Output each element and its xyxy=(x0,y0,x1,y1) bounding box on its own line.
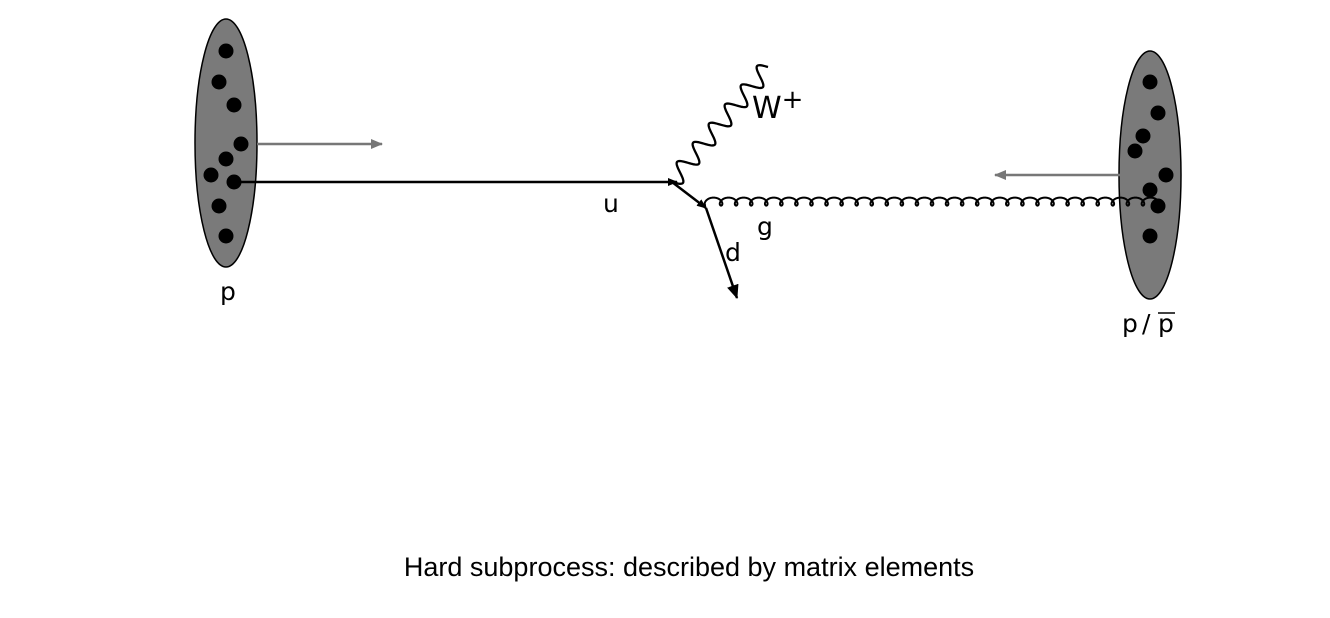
wboson-wavy-line xyxy=(671,64,769,185)
parton-dot xyxy=(218,43,234,59)
parton-dot xyxy=(1150,105,1166,121)
parton-dot xyxy=(203,167,219,183)
internal-quark-line xyxy=(671,181,707,209)
right-parton-dots xyxy=(1127,74,1174,244)
diagram-caption: Hard subprocess: described by matrix ele… xyxy=(403,552,975,582)
label-slash: / xyxy=(1142,309,1151,338)
parton-dot xyxy=(226,97,242,113)
parton-dot xyxy=(1127,143,1143,159)
label-p-pbar-right: p / p xyxy=(1122,309,1175,338)
label-wplus: W+ xyxy=(752,85,803,126)
label-p-left: p xyxy=(220,277,236,306)
parton-dot xyxy=(1142,74,1158,90)
label-w: W xyxy=(752,91,782,126)
parton-dot xyxy=(211,74,227,90)
label-d: d xyxy=(725,238,741,267)
label-pbar: p xyxy=(1158,309,1174,338)
d-quark-line xyxy=(704,207,739,299)
parton-dot xyxy=(211,198,227,214)
left-proton xyxy=(194,18,258,268)
parton-dot xyxy=(1142,182,1158,198)
parton-dot xyxy=(218,151,234,167)
label-p-right: p xyxy=(1122,309,1138,338)
label-u: u xyxy=(603,189,619,218)
parton-dot xyxy=(218,228,234,244)
parton-dot xyxy=(1158,167,1174,183)
right-proton xyxy=(1118,50,1182,300)
parton-dot xyxy=(1150,198,1166,214)
left-parton-dots xyxy=(203,43,249,244)
parton-dot xyxy=(1142,228,1158,244)
label-g: g xyxy=(757,212,773,241)
parton-dot xyxy=(233,136,249,152)
label-plus: + xyxy=(782,85,804,115)
gluon-curly-line xyxy=(703,196,1161,207)
parton-dot xyxy=(1135,128,1151,144)
